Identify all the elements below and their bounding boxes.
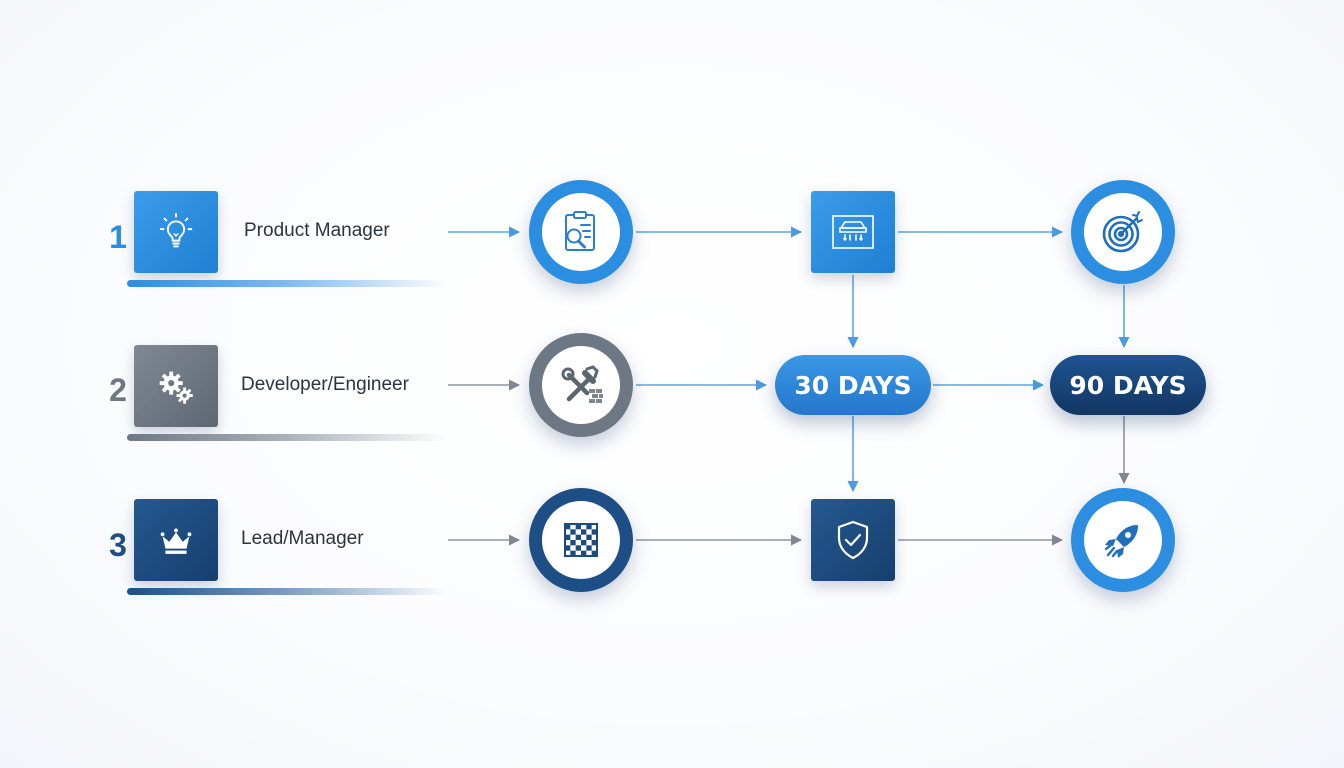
role-tile-developer-engineer [134, 345, 218, 427]
row-underline-3 [127, 588, 447, 595]
role-tile-product-manager [134, 191, 218, 273]
rocket-icon [1104, 525, 1138, 558]
row-number-1: 1 [109, 219, 127, 255]
milestone-90-days: 90 DAYS [1050, 355, 1206, 415]
blueprint-icon [832, 215, 874, 249]
step-square-shield [811, 499, 895, 581]
step-circle-inner [542, 193, 620, 271]
step-circle-target [1071, 180, 1175, 284]
step-circle-tools [529, 333, 633, 437]
row-number-3: 3 [109, 527, 127, 563]
gears-icon [159, 371, 193, 404]
target-icon [1102, 211, 1143, 253]
step-circle-inner [1084, 193, 1162, 271]
clipboard-search-icon [565, 211, 595, 251]
step-circle-inner [1084, 501, 1162, 579]
row-underline-1 [127, 280, 447, 287]
role-label-developer-engineer: Developer/Engineer [241, 374, 409, 395]
row-underline-2 [127, 434, 447, 441]
step-circle-launch [1071, 488, 1175, 592]
step-square-blueprint [811, 191, 895, 273]
role-label-lead-manager: Lead/Manager [241, 528, 364, 549]
shield-check-icon [837, 520, 869, 560]
lightbulb-icon [159, 212, 193, 248]
checkerboard-icon [564, 523, 598, 557]
step-circle-strategy [529, 488, 633, 592]
step-circle-research [529, 180, 633, 284]
row-number-2: 2 [109, 372, 127, 408]
step-circle-inner [542, 501, 620, 579]
crown-icon [160, 528, 192, 554]
step-circle-inner [542, 346, 620, 424]
role-label-product-manager: Product Manager [244, 220, 390, 241]
tools-icon [561, 365, 603, 403]
role-tile-lead-manager [134, 499, 218, 581]
milestone-30-days: 30 DAYS [775, 355, 931, 415]
